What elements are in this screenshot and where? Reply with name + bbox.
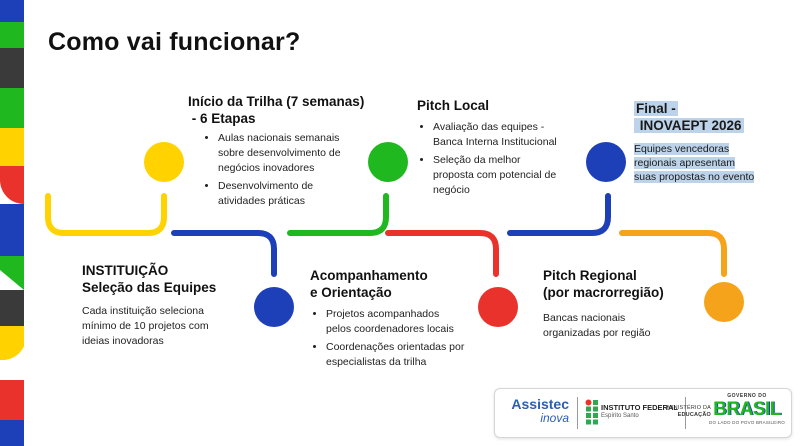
stage-acompanhamento: Acompanhamento e Orientação Projetos aco…: [310, 267, 485, 373]
list-item: Seleção da melhor proposta com potencial…: [433, 153, 577, 198]
connector-green: [287, 193, 389, 236]
stage-final: Final - INOVAEPT 2026 Equipes vencedoras…: [634, 100, 784, 184]
stage-bullets: Avaliação das equipes - Banca Interna In…: [417, 120, 577, 198]
stage-description: Bancas nacionais organizadas por região: [543, 312, 651, 339]
list-item: Aulas nacionais semanais sobre desenvolv…: [218, 131, 388, 176]
connector-darkblue: [507, 193, 611, 236]
node-green: [368, 142, 408, 182]
stage-title: Pitch Regional (por macrorregião): [543, 268, 664, 300]
stage-title: INSTITUIÇÃO Seleção das Equipes: [82, 263, 217, 295]
stage-description: Cada instituição seleciona mínimo de 10 …: [82, 305, 209, 347]
list-item: Avaliação das equipes - Banca Interna In…: [433, 120, 577, 150]
stage-title: Acompanhamento e Orientação: [310, 268, 428, 300]
if-grid-icon: [585, 399, 598, 425]
stage-pitch-regional: Pitch Regional (por macrorregião) Bancas…: [543, 267, 703, 341]
assistec-logo: Assistec inova: [511, 396, 569, 425]
node-blue: [254, 287, 294, 327]
list-item: Projetos acompanhados pelos coordenadore…: [326, 307, 485, 337]
stage-title: Início da Trilha (7 semanas) - 6 Etapas: [188, 94, 365, 126]
node-darkblue: [586, 142, 626, 182]
connector-yellow: [45, 193, 167, 236]
stage-pitch-local: Pitch Local Avaliação das equipes - Banc…: [417, 97, 577, 201]
stage-instituicao: INSTITUIÇÃO Seleção das Equipes Cada ins…: [82, 262, 242, 349]
mec-logo: MINISTÉRIO DA EDUCAÇÃO: [667, 405, 711, 418]
footer-divider: [685, 397, 686, 429]
stage-description: Equipes vencedoras regionais apresentam …: [634, 143, 755, 183]
decorative-side-stripe: [0, 0, 24, 446]
node-orange: [704, 282, 744, 322]
connector-orange: [619, 230, 727, 277]
list-item: Desenvolvimento de atividades práticas: [218, 179, 388, 209]
page-title: Como vai funcionar?: [48, 28, 301, 56]
footer-divider: [577, 397, 578, 429]
stage-title: Final - INOVAEPT 2026: [634, 101, 744, 133]
governo-brasil-logo: GOVERNO DO BRASIL DO LADO DO POVO BRASIL…: [709, 393, 785, 425]
node-red: [478, 287, 518, 327]
connector-red: [385, 230, 499, 277]
node-yellow: [144, 142, 184, 182]
stage-bullets: Projetos acompanhados pelos coordenadore…: [310, 307, 485, 370]
if-logo: [585, 399, 599, 430]
list-item: Coordenações orientadas por especialista…: [326, 340, 485, 370]
stage-title: Pitch Local: [417, 98, 490, 113]
footer-logos: Assistec inova INSTITUTO FEDERAL Espírit…: [494, 388, 792, 438]
stage-inicio-trilha: Início da Trilha (7 semanas) - 6 Etapas …: [188, 93, 388, 212]
stage-bullets: Aulas nacionais semanais sobre desenvolv…: [202, 131, 388, 209]
if-text: INSTITUTO FEDERAL Espírito Santo: [601, 403, 678, 419]
connector-blue: [171, 230, 277, 277]
